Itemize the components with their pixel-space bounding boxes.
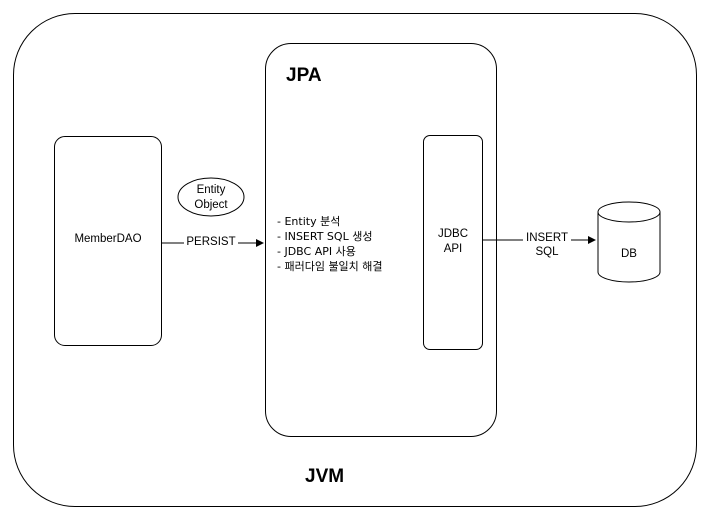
- jpa-steps-list: - Entity 분석 - INSERT SQL 생성 - JDBC API 사…: [277, 214, 383, 274]
- entity-object-label-line2: Object: [194, 199, 228, 211]
- jvm-label: JVM: [305, 466, 345, 487]
- insert-sql-edge-label-line2: SQL: [523, 246, 571, 258]
- db-label: DB: [621, 248, 637, 260]
- persist-edge-label: PERSIST: [184, 236, 238, 248]
- entity-object-label-line1: Entity: [196, 184, 226, 196]
- jpa-label: JPA: [286, 65, 322, 86]
- jpa-step: - Entity 분석: [277, 215, 341, 228]
- jpa-step: - INSERT SQL 생성: [277, 230, 373, 243]
- member-dao-box: [54, 136, 162, 346]
- jpa-step: - JDBC API 사용: [277, 245, 356, 258]
- member-dao-label: MemberDAO: [74, 233, 142, 245]
- entity-object-ellipse: [177, 177, 245, 217]
- db-cylinder: [597, 201, 661, 283]
- jdbc-api-label-line1: JDBC: [437, 228, 469, 240]
- jdbc-api-box: [423, 135, 483, 350]
- insert-sql-edge-label-line1: INSERT: [523, 232, 571, 244]
- jdbc-api-label-line2: API: [443, 243, 463, 255]
- jpa-step: - 패러다임 불일치 해결: [277, 260, 383, 273]
